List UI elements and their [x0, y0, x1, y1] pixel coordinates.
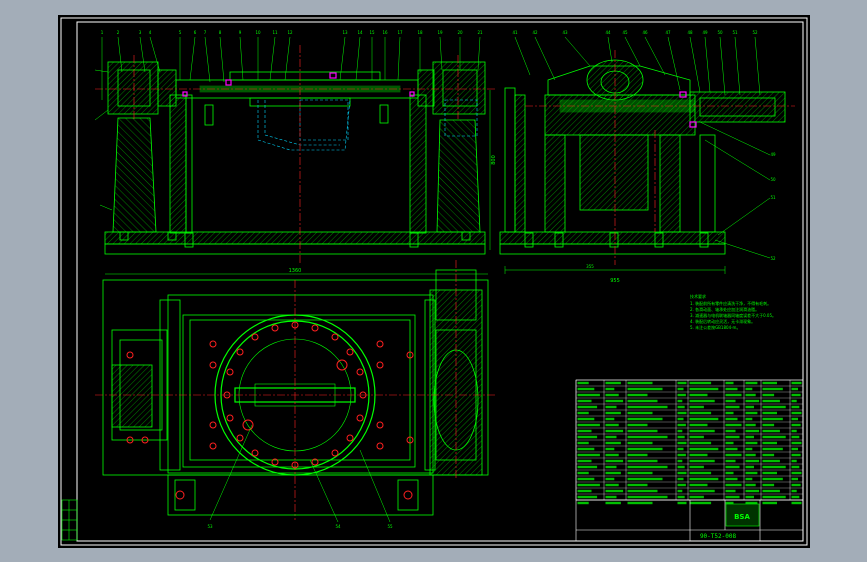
callout-front_top-13: 14: [357, 30, 363, 35]
centerlines-front: [95, 45, 495, 265]
callout-front_top-6: 7: [204, 30, 207, 35]
callout-front_top-0: 1: [101, 30, 104, 35]
tech-note-4: 4. 装配后转动应灵活，无卡滞现象。: [690, 318, 755, 324]
tech-note-3: 3. 减速器与电机联轴器同轴度误差不大于0.05。: [690, 312, 776, 318]
callout-leaders-plan: [209, 424, 391, 523]
callout-side_top-9: 50: [717, 30, 723, 35]
dimension-lines: [105, 90, 726, 275]
callout-front_top-10: 11: [272, 30, 278, 35]
plan-lower-bracket: [167, 474, 434, 516]
magenta-details: [182, 72, 415, 97]
callout-front_top-4: 5: [179, 30, 182, 35]
callout-side_top-6: 47: [665, 30, 671, 35]
bolt-holes: [126, 321, 414, 500]
callout-front_top-3: 4: [149, 30, 152, 35]
tech-note-0: 技术要求: [690, 293, 706, 299]
callout-front_top-18: 19: [437, 30, 443, 35]
callout-side_top-0: 41: [512, 30, 518, 35]
dim-overall-width: 1360: [289, 268, 302, 274]
callout-side_top-4: 45: [622, 30, 628, 35]
callout-front_top-19: 20: [457, 30, 463, 35]
outer-frame: [60, 17, 808, 546]
callout-front_top-17: 18: [417, 30, 423, 35]
callout-side_top-3: 44: [605, 30, 611, 35]
callout-side_top-1: 42: [532, 30, 538, 35]
tech-note-5: 5. 未注公差按GB1804-m。: [690, 324, 740, 330]
callout-side_right-1: 50: [770, 177, 776, 182]
dim-bolt-spacing: 355: [586, 264, 594, 269]
title-code-box: [725, 503, 760, 527]
callout-leaders-front: [94, 36, 481, 211]
left-margin-stamps: [61, 499, 78, 541]
callout-leaders-side: [514, 36, 771, 259]
callout-front_top-1: 2: [117, 30, 120, 35]
callout-side_right-2: 51: [770, 195, 776, 200]
callout-front_top-11: 12: [287, 30, 293, 35]
tech-notes: 技术要求 1. 装配前所有零件应清洗干净，不得有毛刺。 2. 各滑动面、轴承处应…: [690, 293, 776, 330]
callout-front_top-20: 21: [477, 30, 483, 35]
side-elevation-view: [499, 59, 786, 255]
callout-side_right-0: 49: [770, 152, 776, 157]
title-block-icon: [575, 499, 804, 542]
callout-front_top-5: 6: [194, 30, 197, 35]
callout-front_top-2: 3: [139, 30, 142, 35]
centerlines-side: [525, 50, 795, 265]
callout-front_top-15: 16: [382, 30, 388, 35]
callout-plan_bottom-1: 54: [335, 524, 341, 529]
callout-front_top-16: 17: [397, 30, 403, 35]
callout-front_top-8: 9: [239, 30, 242, 35]
callout-side_top-2: 43: [562, 30, 568, 35]
callout-side_top-10: 51: [732, 30, 738, 35]
tech-note-2: 2. 各滑动面、轴承处应加注润滑油脂。: [690, 306, 759, 312]
tech-note-1: 1. 装配前所有零件应清洗干净，不得有毛刺。: [690, 300, 771, 306]
callout-plan_bottom-2: 55: [387, 524, 393, 529]
callout-side_right-3: 52: [770, 256, 776, 261]
callout-front_top-12: 13: [342, 30, 348, 35]
callout-front_top-14: 15: [369, 30, 375, 35]
callout-plan_bottom-0: 53: [207, 524, 213, 529]
magenta-details-side: [679, 91, 697, 128]
title-code: BSA: [734, 513, 750, 521]
callout-numbers-plan: 53 54 55: [207, 524, 393, 529]
callout-side_top-5: 46: [642, 30, 648, 35]
callout-side_top-7: 48: [687, 30, 693, 35]
callout-side_top-8: 49: [702, 30, 708, 35]
dim-total-length: 955: [610, 278, 620, 284]
callout-numbers-right: 49 50 51 52: [770, 152, 776, 261]
drawing-number: 90-T52-008: [700, 533, 737, 540]
centerlines-plan: [95, 260, 495, 520]
dim-height-right: 800: [491, 155, 497, 165]
parts-list-icon: [575, 379, 804, 505]
inner-frame: [76, 21, 804, 542]
callout-side_top-11: 52: [752, 30, 758, 35]
callout-front_top-9: 10: [255, 30, 261, 35]
callout-front_top-7: 8: [219, 30, 222, 35]
callout-numbers-side: 41 42 43 44 45 46 47 48 49 50 51 52: [512, 30, 758, 35]
